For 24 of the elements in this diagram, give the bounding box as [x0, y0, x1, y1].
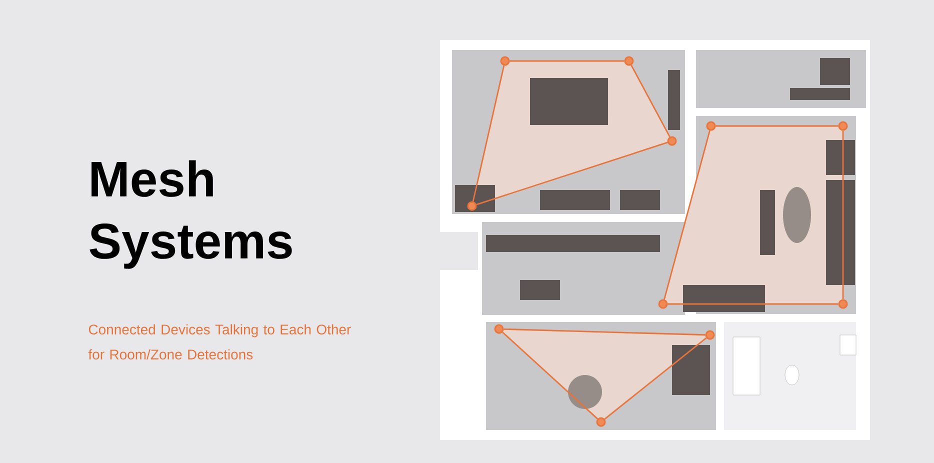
device-dot	[706, 121, 716, 131]
device-dot	[838, 299, 848, 309]
device-dot	[624, 56, 634, 66]
device-dot	[658, 299, 668, 309]
mesh-link	[716, 125, 838, 127]
device-dot	[467, 201, 477, 211]
mesh-link	[504, 328, 706, 336]
mesh-link	[664, 130, 710, 300]
mesh-link	[472, 65, 505, 202]
device-dot	[838, 121, 848, 131]
mesh-link	[476, 142, 668, 206]
mesh-link	[604, 337, 707, 420]
mesh-link	[842, 130, 844, 300]
device-dot	[667, 136, 677, 146]
mesh-link	[630, 64, 670, 138]
device-dot	[596, 417, 606, 427]
device-dot	[705, 330, 715, 340]
device-dot	[500, 56, 510, 66]
subtitle: Connected Devices Talking to Each Other for Room/Zone Detections	[88, 324, 351, 360]
title: Mesh Systems	[90, 160, 292, 269]
mesh-link	[510, 60, 624, 62]
mesh-link	[668, 303, 838, 305]
device-dot	[494, 324, 504, 334]
mesh-link	[502, 332, 598, 420]
